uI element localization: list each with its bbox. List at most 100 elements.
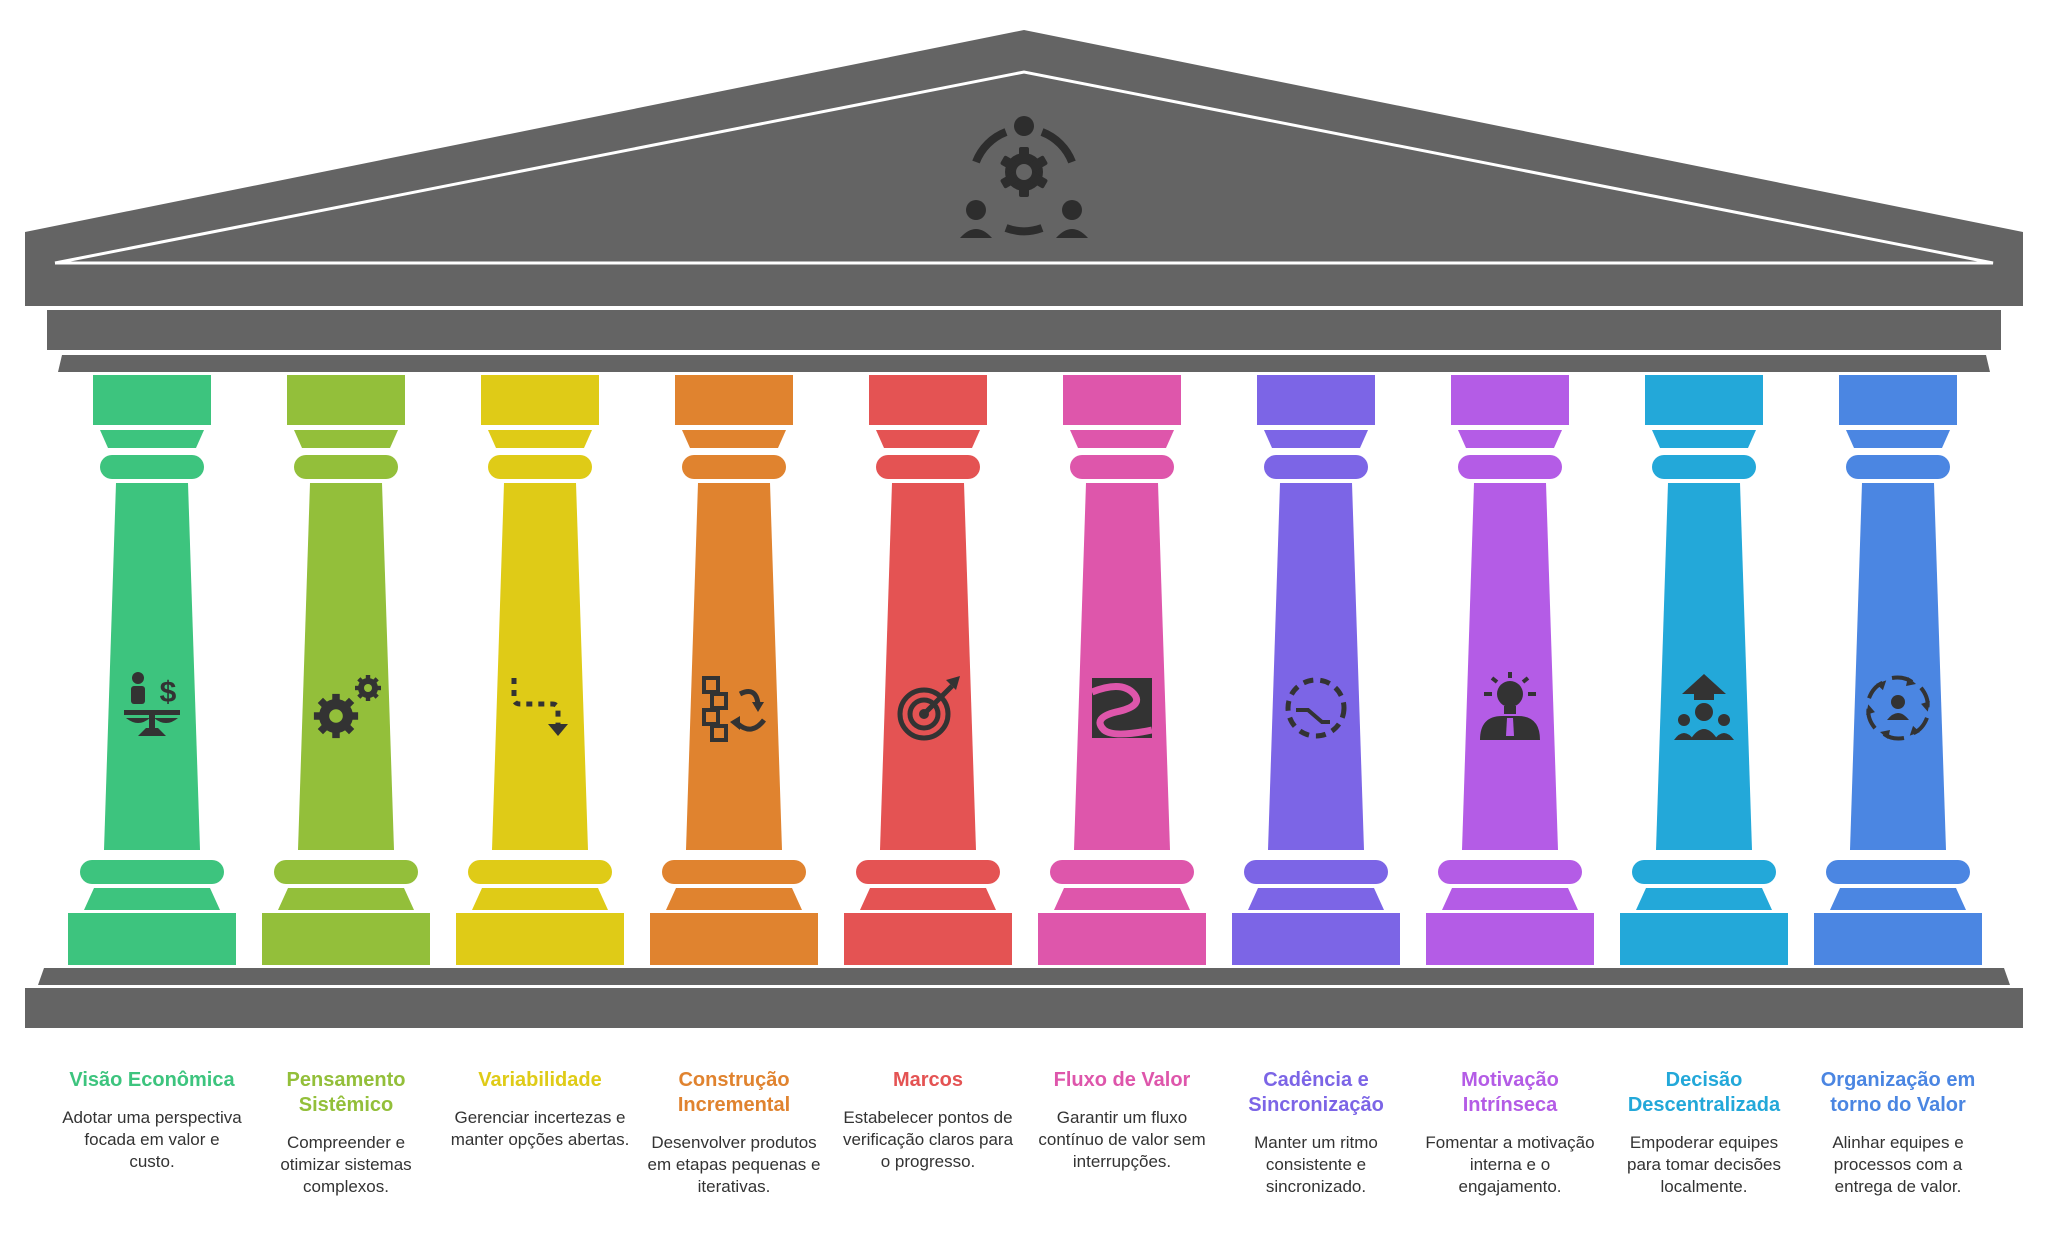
pillar-shaft [880, 483, 976, 850]
pillar-capital-taper [876, 430, 980, 448]
pillar-bottom-ring [468, 860, 612, 884]
pillar-capital-block [481, 375, 599, 425]
pillar-plinth [844, 913, 1012, 965]
pillar-top-ring [1070, 455, 1174, 479]
pillar-plinth [68, 913, 236, 965]
pillar-title: Variabilidade [478, 1069, 602, 1091]
target-arrow-icon [897, 676, 960, 741]
entablature-ledge [58, 355, 1990, 372]
pillar-plinth [650, 913, 818, 965]
entablature-band [47, 310, 2001, 350]
pillar-bottom-ring [1632, 860, 1776, 884]
pillar-top-ring [1264, 455, 1368, 479]
pillar-base-taper [666, 888, 802, 910]
pillar-capital-taper [100, 430, 204, 448]
pillar-top-ring [1458, 455, 1562, 479]
pillar-top-ring [1652, 455, 1756, 479]
pillar-shaft [1850, 483, 1946, 850]
pillar-capital-block [93, 375, 211, 425]
person-lightbulb-icon [1480, 672, 1540, 740]
pillar-capital-block [1839, 375, 1957, 425]
pillar-title: Motivação Intrínseca [1461, 1069, 1559, 1116]
pillar [1426, 375, 1594, 965]
pillar-title: Construção Incremental [677, 1069, 791, 1116]
pillar-capital-block [1063, 375, 1181, 425]
pillar-description: Empoderar equipes para tomar decisões lo… [1626, 1133, 1782, 1196]
pillar-title: Fluxo de Valor [1053, 1069, 1191, 1091]
person-arrows-cycle-icon [1866, 675, 1930, 741]
pillar [650, 375, 818, 965]
pillar-bottom-ring [662, 860, 806, 884]
pillar-capital-block [1645, 375, 1763, 425]
team-arrow-up-icon [1674, 674, 1734, 740]
pillar-top-ring [876, 455, 980, 479]
pillar-bottom-ring [80, 860, 224, 884]
pillar-bottom-ring [1244, 860, 1388, 884]
pillar-capital-taper [1846, 430, 1950, 448]
dashed-cycle-icon [1285, 677, 1347, 739]
pillar-capital-block [869, 375, 987, 425]
pillar-description: Manter um ritmo consistente e sincroniza… [1254, 1133, 1378, 1196]
pillar [1620, 375, 1788, 965]
pillar-shaft [1656, 483, 1752, 850]
pillar-base-taper [1248, 888, 1384, 910]
pillar-base-taper [860, 888, 996, 910]
pillar-capital-block [1451, 375, 1569, 425]
pillar-plinth [1814, 913, 1982, 965]
dotted-path-icon [511, 678, 568, 736]
base-slab [25, 988, 2023, 1028]
pillar-base-taper [1054, 888, 1190, 910]
pillar [262, 375, 430, 965]
pillar-plinth [1038, 913, 1206, 965]
pillar-bottom-ring [1438, 860, 1582, 884]
pillar-base-taper [1442, 888, 1578, 910]
pillar-description: Alinhar equipes e processos com a entreg… [1832, 1133, 1964, 1196]
pillar-capital-taper [488, 430, 592, 448]
pillar-title: Decisão Descentralizada [1627, 1069, 1781, 1116]
pillar: $ [68, 375, 236, 965]
gears-icon [313, 675, 381, 739]
pediment [25, 30, 2023, 372]
pillar [456, 375, 624, 965]
pillar-capital-taper [682, 430, 786, 448]
flow-river-icon [1090, 678, 1153, 738]
team-gear-icon [960, 116, 1088, 238]
columns: $ [68, 375, 1982, 965]
pillar-description: Fomentar a motivação interna e o engajam… [1425, 1133, 1595, 1196]
pillar-shaft [104, 483, 200, 850]
pillar-shaft [298, 483, 394, 850]
pillar-top-ring [682, 455, 786, 479]
pillar-bottom-ring [1826, 860, 1970, 884]
pillar-title: Marcos [892, 1069, 964, 1091]
pillar-shaft [1074, 483, 1170, 850]
pillar-base-taper [84, 888, 220, 910]
pillar-base-taper [472, 888, 608, 910]
pillar-plinth [1426, 913, 1594, 965]
pillar-title: Visão Econômica [69, 1069, 235, 1091]
pillar-capital-taper [1652, 430, 1756, 448]
pillar-plinth [456, 913, 624, 965]
pillar-top-ring [100, 455, 204, 479]
pillar-capital-taper [1070, 430, 1174, 448]
pillar-plinth [1620, 913, 1788, 965]
pillar-description: Compreender e otimizar sistemas complexo… [280, 1133, 412, 1196]
pillar [1038, 375, 1206, 965]
pillar-title: Cadência e Sincronização [1248, 1069, 1384, 1116]
pillar-description: Adotar uma perspectiva focada em valor e… [62, 1108, 242, 1171]
pillar-shaft [1462, 483, 1558, 850]
base-ledge [38, 968, 2010, 985]
pillar-bottom-ring [274, 860, 418, 884]
pillar-capital-block [287, 375, 405, 425]
pillar-description: Desenvolver produtos em etapas pequenas … [647, 1133, 821, 1196]
